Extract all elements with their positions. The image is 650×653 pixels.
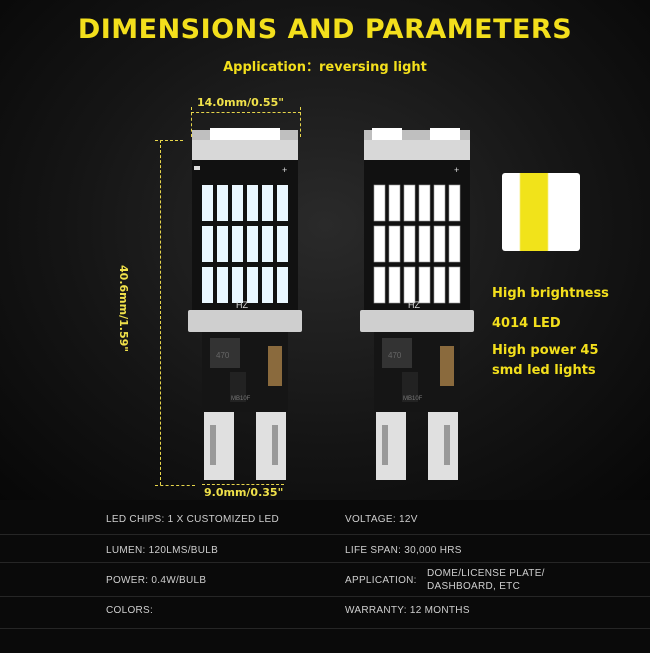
top-width-label: 14.0mm/0.55" xyxy=(197,96,284,109)
product-image-area: DIMENSIONS AND PARAMETERS Application：re… xyxy=(0,0,650,500)
page-title: DIMENSIONS AND PARAMETERS xyxy=(77,14,573,45)
spec-warranty: WARRANTY: 12 MONTHS xyxy=(345,605,470,616)
application-subtitle: Application：reversing light xyxy=(223,60,427,75)
spec-application-value-1: DOME/LICENSE PLATE/ xyxy=(427,568,545,579)
spec-power: POWER: 0.4W/BULB xyxy=(106,575,207,586)
base-width-label: 9.0mm/0.35" xyxy=(204,486,284,499)
hz-marking-left: HZ xyxy=(236,300,248,310)
spec-application-value-2: DASHBOARD, ETC xyxy=(427,581,521,592)
height-label: 40.6mm/1.59" xyxy=(116,265,130,352)
svg-text:470: 470 xyxy=(388,351,402,360)
base-width-line xyxy=(202,484,284,485)
spec-application-label: APPLICATION: xyxy=(345,575,417,586)
feature-power-line2: smd led lights xyxy=(492,363,596,378)
hz-marking-right: HZ xyxy=(408,300,420,310)
svg-text:+: + xyxy=(454,165,459,175)
color-swatch xyxy=(502,173,580,251)
bulb-left-lit: + HZ 470 MB10F xyxy=(188,128,302,480)
svg-text:MB10F: MB10F xyxy=(231,396,251,402)
feature-power-line1: High power 45 xyxy=(492,343,599,358)
spec-voltage: VOLTAGE: 12V xyxy=(345,514,418,525)
spec-led-chips: LED CHIPS: 1 X CUSTOMIZED LED xyxy=(106,514,279,525)
feature-brightness: High brightness xyxy=(492,286,609,301)
spec-life-span: LIFE SPAN: 30,000 HRS xyxy=(345,545,462,556)
svg-text:470: 470 xyxy=(216,351,230,360)
svg-text:MB10F: MB10F xyxy=(403,396,423,402)
top-width-line xyxy=(191,112,301,113)
height-line xyxy=(160,140,161,485)
bulb-right-off: + HZ 470 MB10F xyxy=(360,128,474,480)
feature-led-type: 4014 LED xyxy=(492,316,561,331)
specs-table: LED CHIPS: 1 X CUSTOMIZED LED VOLTAGE: 1… xyxy=(0,500,650,650)
spec-colors: COLORS: xyxy=(106,605,154,616)
spec-lumen: LUMEN: 120LMS/BULB xyxy=(106,545,219,556)
svg-text:+: + xyxy=(282,165,287,175)
